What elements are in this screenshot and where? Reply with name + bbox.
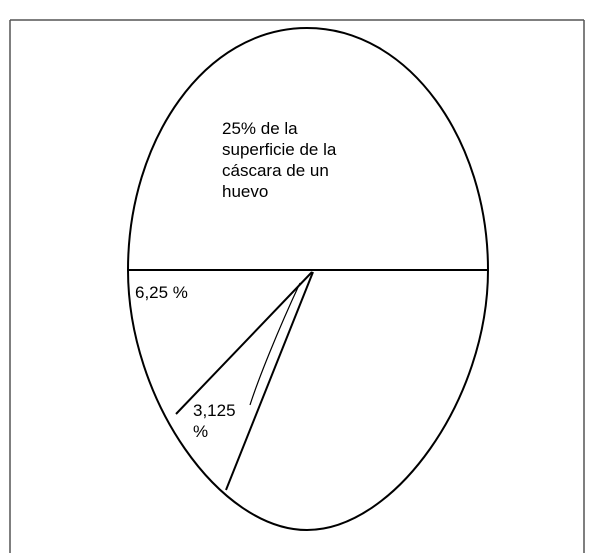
- label-3-125-percent: 3,125 %: [193, 401, 236, 441]
- wedge-line-6-25: [175, 271, 313, 415]
- label-25-percent: 25% de la superficie de la cáscara de un…: [222, 119, 337, 201]
- wedge-line-3-125: [225, 271, 314, 491]
- egg-outline: [126, 26, 490, 532]
- wedge-arc-guide: [249, 282, 301, 406]
- label-6-25-percent: 6,25 %: [135, 283, 188, 302]
